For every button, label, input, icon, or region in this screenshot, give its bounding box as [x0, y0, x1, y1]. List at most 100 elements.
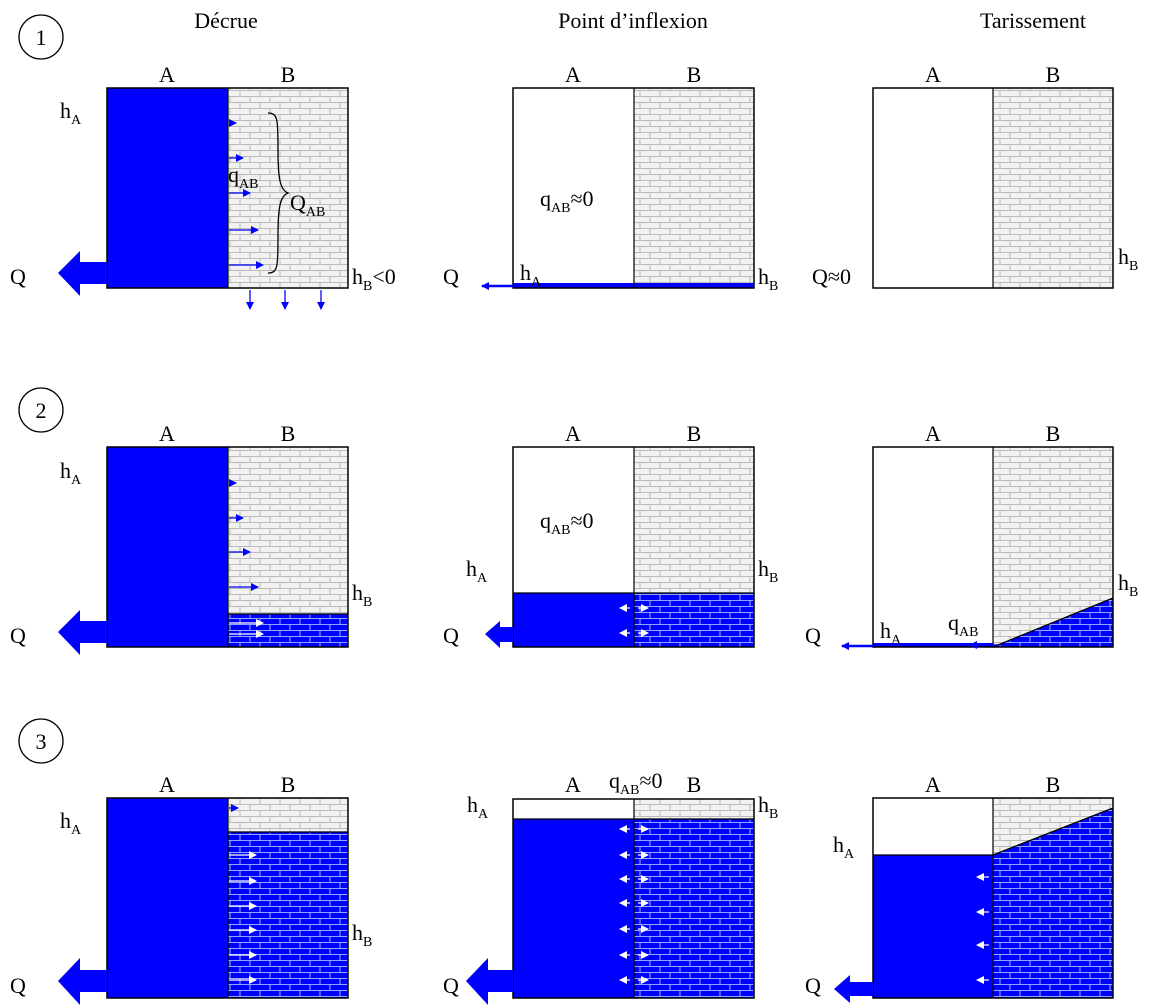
label-a: A — [925, 62, 941, 87]
label-Q: Q — [805, 623, 821, 648]
label-hb: hB — [758, 792, 778, 822]
label-ha: hA — [60, 458, 82, 488]
label-a: A — [565, 772, 581, 797]
label-Qab: QAB — [290, 190, 325, 220]
exchange-arrows-saturated — [229, 851, 257, 984]
panel-r1-tarissement: A B Q≈0 hB — [812, 62, 1138, 289]
reservoir-a-empty — [513, 799, 634, 819]
panel-r3-tarissement: A B hA Q — [805, 772, 1114, 1003]
reservoir-a-empty — [873, 447, 993, 647]
reservoir-a-water — [107, 798, 228, 998]
panel-r3-inflexion: A B qAB≈0 hA hB Q — [443, 768, 778, 1005]
water-film — [873, 643, 993, 647]
label-Q-zero: Q≈0 — [812, 264, 851, 289]
label-Q: Q — [10, 973, 26, 998]
label-a: A — [159, 421, 175, 446]
column-title-decrue: Décrue — [194, 8, 258, 33]
reservoir-b-karst — [228, 798, 348, 832]
panel-r1-inflexion: A B qAB≈0 hA hB Q — [443, 62, 778, 294]
outflow-arrow — [58, 958, 107, 1005]
reservoir-b-saturated — [228, 832, 348, 998]
label-a: A — [565, 421, 581, 446]
panel-r1-decrue: A B hA qAB QAB hB<0 Q — [10, 62, 396, 310]
column-title-inflexion: Point d’inflexion — [558, 8, 708, 33]
outflow-arrow — [466, 958, 513, 1005]
label-hb: hB — [758, 556, 778, 586]
label-b: B — [1046, 772, 1061, 797]
label-ha: hA — [520, 260, 542, 290]
exchange-arrows — [229, 479, 259, 591]
reservoir-b-saturated — [228, 614, 348, 647]
label-b: B — [281, 772, 296, 797]
exchange-arrows-saturated — [229, 619, 264, 638]
label-Q: Q — [443, 973, 459, 998]
outflow-arrow — [485, 621, 513, 648]
row-3-marker: 3 — [18, 718, 64, 764]
label-qab-zero: qAB≈0 — [540, 508, 594, 538]
label-a: A — [925, 421, 941, 446]
label-b: B — [1046, 421, 1061, 446]
label-a: A — [925, 772, 941, 797]
exchange-arrows-bidirectional — [619, 604, 649, 637]
label-hb-negative: hB<0 — [352, 264, 396, 294]
label-hb: hB — [1118, 570, 1138, 600]
outflow-arrow — [58, 251, 107, 296]
row-1-marker: 1 — [18, 14, 64, 60]
label-ha: hA — [833, 832, 855, 862]
row-3-label: 3 — [36, 729, 47, 754]
label-Q: Q — [10, 623, 26, 648]
column-title-tarissement: Tarissement — [980, 8, 1086, 33]
label-hb: hB — [758, 264, 778, 294]
reservoir-a-empty — [873, 798, 993, 855]
label-ha: hA — [467, 792, 489, 822]
label-ha: hA — [60, 808, 82, 838]
reservoir-a-water — [873, 855, 993, 998]
label-b: B — [687, 772, 702, 797]
exchange-arrows — [229, 119, 325, 310]
label-Q: Q — [10, 264, 26, 289]
panel-r3-decrue: A B hA hB Q — [10, 772, 372, 1005]
label-qab: qAB — [948, 610, 978, 640]
label-qab-zero: qAB≈0 — [609, 768, 663, 798]
label-Q: Q — [443, 264, 459, 289]
reservoir-b-karst — [634, 88, 754, 288]
label-b: B — [687, 421, 702, 446]
outflow-arrow — [58, 610, 107, 655]
label-qab: qAB — [228, 162, 258, 192]
reservoir-b-karst — [228, 447, 348, 614]
label-hb: hB — [352, 580, 372, 610]
reservoir-a-empty — [873, 88, 993, 288]
reservoir-b-karst — [993, 88, 1113, 288]
panel-r2-inflexion: A B qAB≈0 hA hB Q — [443, 421, 778, 648]
exchange-arrows-bidirectional — [619, 825, 649, 984]
reservoir-a-water — [107, 88, 228, 288]
reservoir-a-empty — [513, 88, 634, 288]
reservoir-b-saturated — [634, 819, 754, 998]
outflow-arrow — [834, 975, 873, 1003]
reservoir-b-karst — [634, 799, 754, 819]
label-ha: hA — [60, 98, 82, 128]
label-a: A — [565, 62, 581, 87]
reservoir-b-saturated-wedge — [993, 808, 1113, 998]
exchange-arrows-to-a — [976, 873, 989, 984]
label-Q: Q — [805, 973, 821, 998]
reservoir-a-water — [107, 447, 228, 647]
label-b: B — [1046, 62, 1061, 87]
label-qab-zero: qAB≈0 — [540, 186, 594, 216]
label-Q: Q — [443, 623, 459, 648]
label-b: B — [687, 62, 702, 87]
label-ha: hA — [466, 556, 488, 586]
label-b: B — [281, 421, 296, 446]
label-hb: hB — [352, 920, 372, 950]
label-b: B — [281, 62, 296, 87]
reservoir-a-water — [513, 593, 634, 647]
reservoir-a-empty — [513, 447, 634, 593]
row-2-marker: 2 — [18, 387, 64, 433]
label-a: A — [159, 62, 175, 87]
row-1-label: 1 — [36, 25, 47, 50]
panel-r2-tarissement: A B qAB hA hB Q — [805, 421, 1138, 650]
reservoir-b-saturated — [634, 593, 754, 647]
reservoir-b-karst — [228, 88, 348, 288]
row-2-label: 2 — [36, 398, 47, 423]
